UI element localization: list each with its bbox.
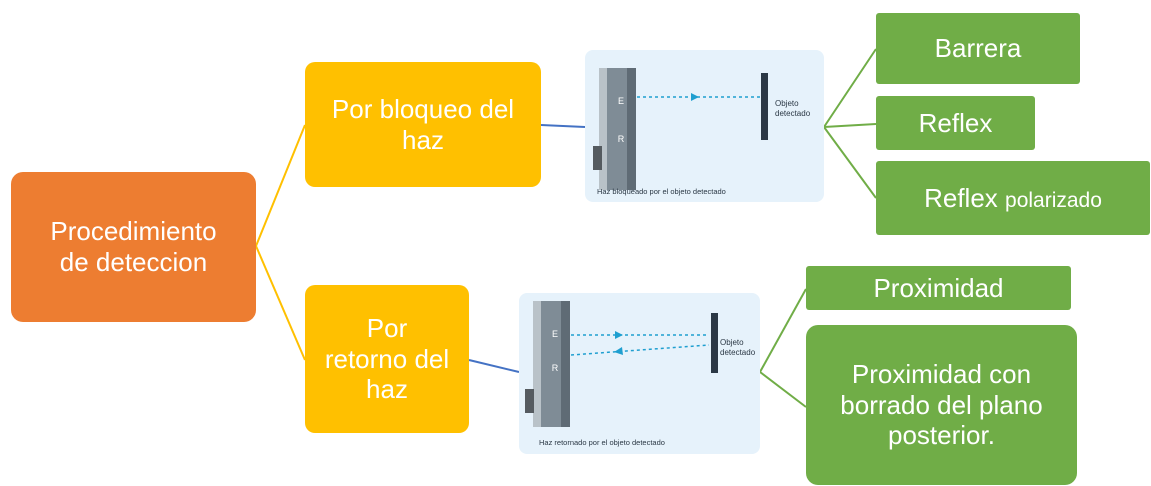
leaf-reflex-polarizado: Reflex polarizado bbox=[876, 161, 1150, 235]
branch-bloqueo-label-line2: haz bbox=[402, 124, 444, 155]
sensor-mount bbox=[525, 389, 534, 413]
leaf-reflex-label: Reflex bbox=[918, 107, 993, 138]
branch-bloqueo-label-line1: Por bloqueo del bbox=[331, 93, 515, 124]
connector-branch2-to-figure2 bbox=[468, 359, 520, 373]
receiver-letter: R bbox=[618, 134, 625, 144]
root-node: Procedimiento de deteccion bbox=[11, 172, 256, 322]
receiver-letter: R bbox=[552, 363, 559, 373]
beam-return-line bbox=[570, 344, 710, 356]
object-label-line1: Objeto bbox=[775, 99, 799, 108]
leaf-barrera-label: Barrera bbox=[934, 33, 1022, 64]
figure-caption: Haz bloqueado por el objeto detectado bbox=[597, 187, 726, 196]
branch-retorno-label-line1: Por bbox=[366, 312, 408, 343]
root-label-line2: de deteccion bbox=[59, 247, 208, 277]
connector-figure2-to-proximidad bbox=[759, 288, 807, 373]
object-label-line1: Objeto bbox=[720, 338, 744, 347]
leaf-proximidad-label: Proximidad bbox=[873, 272, 1004, 303]
connector-figure1-to-barrera bbox=[823, 48, 877, 128]
branch-retorno-label-line2: retorno del bbox=[324, 343, 450, 374]
connector-figure1-to-reflex bbox=[823, 123, 877, 128]
figure-haz-retornado: E R Objeto detectado Haz retornado por e… bbox=[519, 293, 760, 454]
leaf-barrera: Barrera bbox=[876, 13, 1080, 84]
leaf-proximidad-borrado-line2: borrado del plano bbox=[840, 389, 1043, 420]
sensor-mount bbox=[593, 146, 602, 170]
sensor-housing-shadow bbox=[533, 301, 542, 427]
branch-retorno-label-line3: haz bbox=[366, 374, 408, 405]
emitter-letter: E bbox=[552, 329, 558, 339]
object-label-line2: detectado bbox=[775, 109, 811, 118]
detected-object bbox=[761, 73, 768, 140]
object-label-line2: detectado bbox=[720, 348, 756, 357]
connector-root-to-branch2 bbox=[255, 245, 306, 361]
emitter-letter: E bbox=[618, 96, 624, 106]
branch-retorno-node: Por retorno del haz bbox=[305, 285, 469, 433]
beam-outgoing-arrowhead bbox=[615, 331, 623, 339]
leaf-proximidad-borrado-line3: posterior. bbox=[888, 420, 995, 451]
leaf-proximidad: Proximidad bbox=[806, 266, 1071, 310]
connector-branch1-to-figure1 bbox=[540, 124, 586, 128]
leaf-proximidad-borrado: Proximidad con borrado del plano posteri… bbox=[806, 325, 1077, 485]
connector-figure1-to-polarizado bbox=[823, 126, 877, 199]
branch-bloqueo-node: Por bloqueo del haz bbox=[305, 62, 541, 187]
sensor-face bbox=[561, 301, 570, 427]
sensor-face bbox=[627, 68, 636, 190]
sensor-housing-shadow bbox=[599, 68, 608, 190]
leaf-reflex-polarizado-small: polarizado bbox=[1005, 188, 1102, 212]
beam-arrowhead bbox=[691, 93, 699, 101]
connector-figure2-to-borrado bbox=[759, 371, 807, 408]
leaf-reflex: Reflex bbox=[876, 96, 1035, 150]
leaf-reflex-polarizado-main: Reflex bbox=[924, 182, 998, 213]
root-label-line1: Procedimiento bbox=[50, 216, 217, 247]
figure-haz-bloqueado: E R Objeto detectado Haz bloqueado por e… bbox=[585, 50, 824, 202]
detected-object bbox=[711, 313, 718, 373]
connector-root-to-branch1 bbox=[255, 124, 306, 247]
figure-caption: Haz retornado por el objeto detectado bbox=[539, 438, 665, 447]
leaf-proximidad-borrado-line1: Proximidad con bbox=[851, 358, 1032, 389]
beam-return-arrowhead bbox=[614, 347, 623, 355]
